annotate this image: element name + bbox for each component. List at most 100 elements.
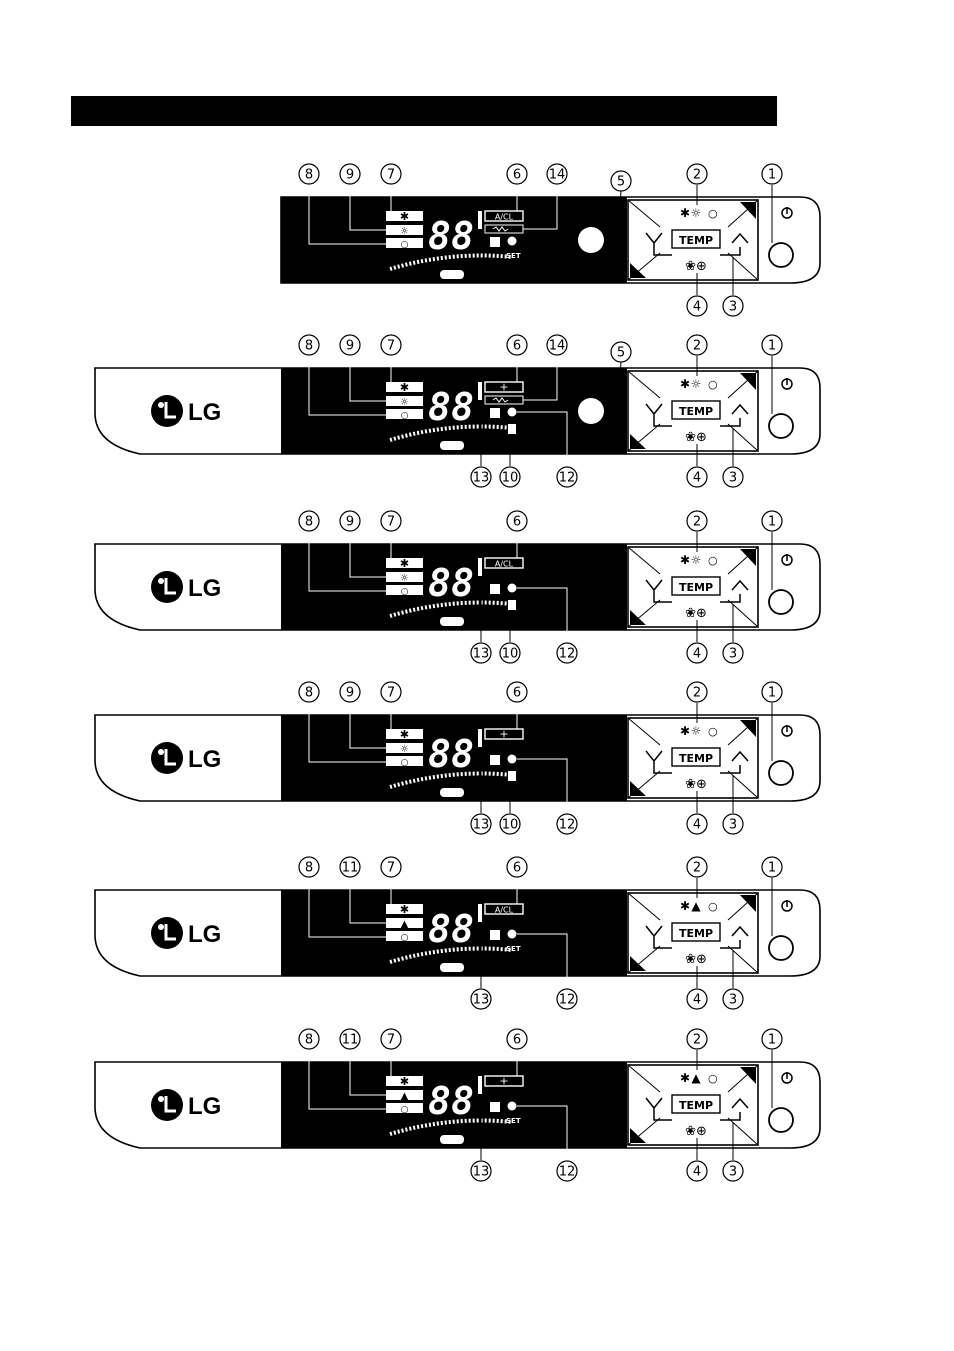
svg-text:3: 3	[729, 818, 737, 833]
mode-button[interactable]: ✱▲ ○	[680, 1071, 718, 1085]
svg-text:9: 9	[346, 339, 354, 354]
callout-4: 4	[686, 988, 708, 1010]
cool-mode-indicator: ✱	[386, 381, 423, 394]
svg-text:1: 1	[768, 686, 776, 701]
svg-text:13: 13	[473, 818, 490, 833]
receiver-sensor	[578, 398, 604, 424]
callout-8: 8	[298, 334, 320, 356]
mode-button[interactable]: ✱▲○	[680, 899, 718, 913]
logo-text: LG	[188, 399, 221, 426]
mode-button[interactable]: ✱☼○	[680, 377, 718, 391]
callout-1: 1	[761, 1028, 783, 1050]
temp-up-button[interactable]	[720, 232, 749, 256]
mode-button[interactable]: ✱☼○	[680, 553, 718, 567]
dry-mode-indicator: ○	[386, 409, 423, 421]
svg-text:3: 3	[729, 993, 737, 1008]
power-button[interactable]	[768, 378, 794, 439]
temp-down-button[interactable]	[645, 403, 672, 427]
acl-button[interactable]: A/CL	[484, 210, 524, 222]
svg-text:2: 2	[693, 515, 701, 530]
svg-text:10: 10	[502, 647, 519, 662]
snowflake-icon: ✱	[680, 724, 690, 738]
temp-label: TEMP	[679, 927, 713, 940]
callout-7: 7	[380, 510, 402, 532]
fan-speed-arc	[389, 253, 513, 271]
logo-text: LG	[188, 575, 221, 602]
mode-button[interactable]: ✱☼ ○	[680, 206, 718, 220]
snowflake-icon: ✱	[680, 1071, 690, 1085]
callout-6: 6	[506, 163, 528, 185]
temp-down-button[interactable]	[645, 925, 672, 949]
temp-label-box: TEMP	[671, 400, 721, 420]
triangle-icon: ▲	[401, 919, 409, 930]
temp-down-button[interactable]	[645, 579, 672, 603]
power-button[interactable]	[768, 207, 794, 268]
callout-12: 12	[556, 988, 578, 1010]
svg-text:4: 4	[693, 993, 701, 1008]
cool-mode-indicator: ✱	[386, 1075, 423, 1088]
fan-speed-button[interactable]: ❀⊕	[685, 259, 707, 274]
plus-button[interactable]: +	[484, 728, 524, 741]
acl-button[interactable]: A/CL	[484, 903, 524, 915]
dry-mode-indicator: ○	[386, 756, 423, 768]
drop-icon: ○	[708, 900, 718, 913]
callout-3: 3	[722, 988, 744, 1010]
callout-8: 8	[298, 1028, 320, 1050]
svg-text:14: 14	[549, 168, 566, 183]
temp-label: TEMP	[679, 405, 713, 418]
fan-speed-button[interactable]: ❀⊕	[685, 1124, 707, 1139]
callout-3: 3	[722, 295, 744, 317]
fan-indicator	[490, 408, 500, 418]
svg-text:4: 4	[693, 471, 701, 486]
fan-speed-button[interactable]: ❀⊕	[685, 430, 707, 445]
power-button[interactable]	[768, 1072, 794, 1133]
svg-text:10: 10	[502, 818, 519, 833]
snowflake-icon: ✱	[680, 206, 690, 220]
power-button[interactable]	[768, 554, 794, 615]
mode-button[interactable]: ✱☼○	[680, 724, 718, 738]
fan-speed-button[interactable]: ❀⊕	[685, 777, 707, 792]
svg-text:9: 9	[346, 686, 354, 701]
fan-speed-button[interactable]: ❀⊕	[685, 952, 707, 967]
callout-13: 13	[470, 813, 492, 835]
drop-icon: ○	[708, 1072, 718, 1085]
callout-7: 7	[380, 163, 402, 185]
power-button[interactable]	[768, 900, 794, 961]
temp-up-button[interactable]	[720, 925, 749, 949]
level-indicator	[478, 904, 482, 922]
timer-icon	[507, 754, 517, 764]
temp-up-button[interactable]	[720, 750, 749, 774]
temp-label: TEMP	[679, 752, 713, 765]
acl-button[interactable]: A/CL	[484, 557, 524, 569]
plus-button[interactable]: +	[484, 381, 524, 394]
cool-mode-indicator: ✱	[386, 903, 423, 916]
button-pad: ✱☼○ TEMP ❀⊕	[627, 370, 759, 452]
callout-8: 8	[298, 681, 320, 703]
sun-icon: ☼	[400, 744, 409, 755]
triangle-icon: ▲	[691, 1071, 701, 1085]
drop-icon: ○	[708, 207, 718, 220]
callout-6: 6	[506, 510, 528, 532]
set-label: SET	[506, 1117, 521, 1125]
callout-2: 2	[686, 1028, 708, 1050]
fan-speed-button[interactable]: ❀⊕	[685, 606, 707, 621]
set-label: SET	[506, 252, 521, 260]
temp-up-button[interactable]	[720, 403, 749, 427]
temp-up-button[interactable]	[720, 1097, 749, 1121]
svg-text:8: 8	[305, 686, 313, 701]
temp-down-button[interactable]	[645, 750, 672, 774]
callout-2: 2	[686, 856, 708, 878]
temp-up-button[interactable]	[720, 579, 749, 603]
callout-3: 3	[722, 813, 744, 835]
temp-down-button[interactable]	[645, 232, 672, 256]
fan-indicator	[490, 584, 500, 594]
sun-icon: ☼	[691, 206, 702, 220]
power-button[interactable]	[768, 725, 794, 786]
temp-down-button[interactable]	[645, 1097, 672, 1121]
callout-2: 2	[686, 163, 708, 185]
callout-4: 4	[686, 1160, 708, 1182]
plus-button[interactable]: +	[484, 1075, 524, 1088]
callout-7: 7	[380, 334, 402, 356]
header-bar	[71, 96, 777, 126]
